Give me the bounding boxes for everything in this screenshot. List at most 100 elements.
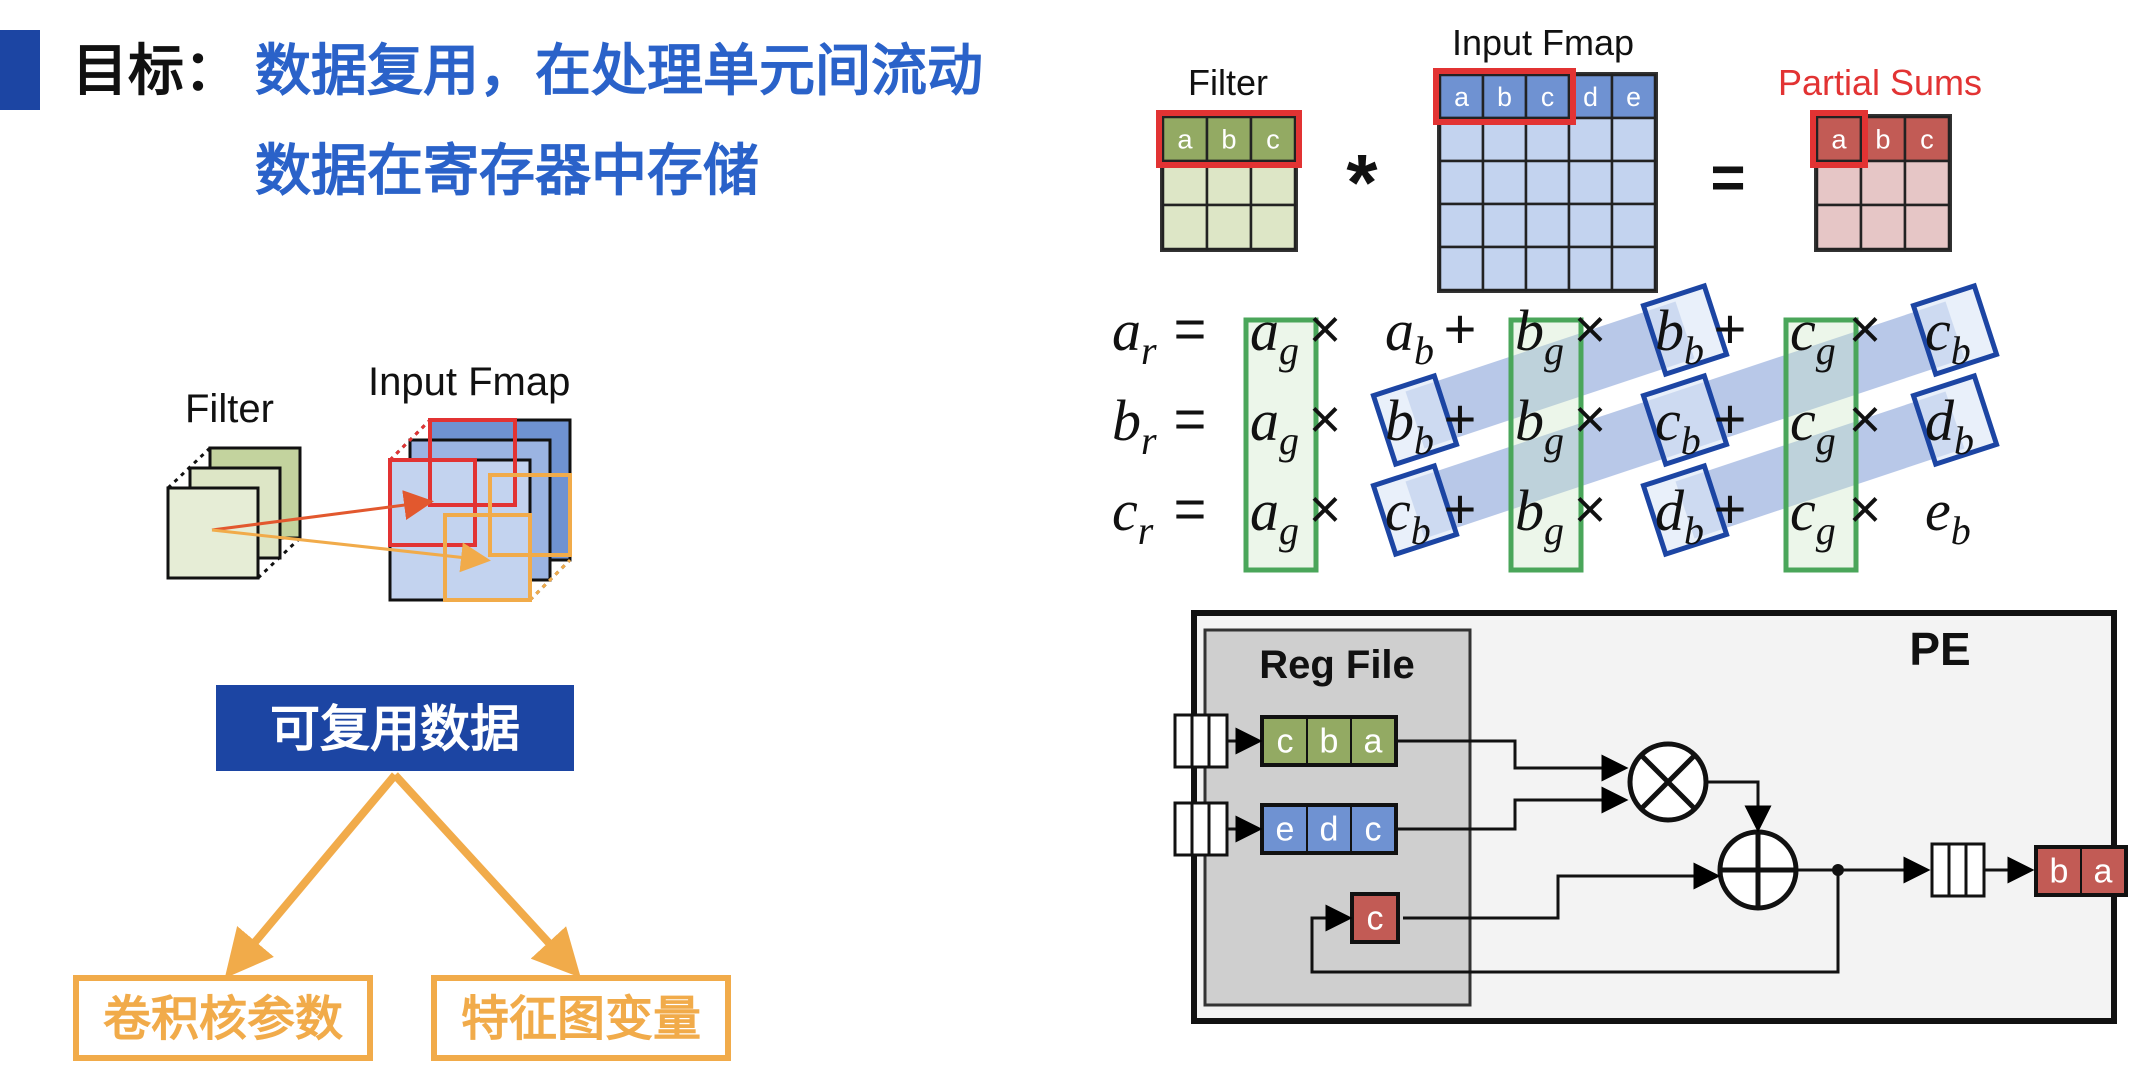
equation-term: cr (1112, 478, 1154, 553)
equation-term: db (1925, 388, 1974, 463)
pe-output-reg-label: a (2094, 853, 2113, 891)
grid-filter-cell (1205, 203, 1253, 251)
grid-filter-label: b (1221, 124, 1236, 155)
grid-input-label: e (1626, 82, 1641, 112)
pe-input-reg-cell (1262, 805, 1308, 853)
input-activation-box (1370, 372, 1460, 468)
grid-filter-cell (1161, 159, 1209, 207)
filter-weight-column (1508, 317, 1584, 573)
pe-filter-reg-label: b (1320, 723, 1339, 761)
grid-psum-cell (1815, 115, 1863, 163)
pe-input-reg-label: e (1276, 811, 1295, 849)
grid-input-cell (1481, 116, 1528, 163)
pe-psum-reg-label: c (1367, 900, 1384, 938)
branch-right-arrow (392, 772, 581, 978)
equation-highlight-boxes (1243, 282, 2000, 573)
equation-term: cb (1385, 478, 1431, 553)
grid-filter-cell (1249, 115, 1297, 163)
equation-operator: = (1174, 297, 1207, 360)
equation-operator: + (1444, 477, 1477, 540)
conv-operator: * (1346, 138, 1378, 227)
title-line1: 数据复用，在处理单元间流动 (255, 39, 983, 102)
equation-term: cg (1790, 298, 1836, 373)
reuse-data-label: 可复用数据 (270, 701, 520, 757)
equation-operator: + (1714, 477, 1747, 540)
tr-filter-label: Filter (1188, 62, 1268, 103)
equation-operator: × (1574, 477, 1607, 540)
fifo-buffer (1173, 801, 1229, 857)
fifo-buffer (1930, 842, 1986, 898)
equation-term: bg (1515, 298, 1564, 373)
pe-label: PE (1909, 623, 1970, 675)
equation-rows: ar=ag×ab+bg×bb+cg×cbbr=ag×bb+bg×cb+cg×db… (1112, 297, 1974, 553)
grid-input-cell (1567, 159, 1614, 206)
pe-filter-reg-cell (1350, 717, 1396, 765)
grid-psum-cell (1903, 159, 1951, 207)
grid-input-cell (1438, 159, 1485, 206)
equation-operator: + (1714, 297, 1747, 360)
grid-input-cell (1567, 116, 1614, 163)
equation-term: ag (1250, 478, 1299, 553)
grid-psum-cell (1815, 203, 1863, 251)
pe-input-reg-label: c (1365, 811, 1382, 849)
datapath-wire (1310, 870, 1840, 974)
grid-input-cell (1524, 159, 1571, 206)
leaf-box-filter-params (73, 975, 373, 1061)
equation-term: cg (1790, 388, 1836, 463)
equation-term: cg (1790, 478, 1836, 553)
pe-filter-reg-cell (1306, 717, 1352, 765)
grid-input-cell (1524, 202, 1571, 249)
equation-operator: + (1444, 297, 1477, 360)
pe-input-reg-cell (1350, 805, 1396, 853)
filter-stack (166, 446, 302, 580)
grid-filter-cell (1249, 203, 1297, 251)
leaf-box-fmap-vars (431, 975, 731, 1061)
grid-input-cell (1481, 202, 1528, 249)
equation-term: cb (1925, 298, 1971, 373)
equation-term: bg (1515, 388, 1564, 463)
grid-filter-label: c (1266, 124, 1280, 155)
equation-term: bb (1655, 298, 1704, 373)
pe-filter-reg-label: a (1364, 723, 1383, 761)
grid-psum-cell (1859, 203, 1907, 251)
grid-psum-label: a (1831, 124, 1847, 155)
grid-input-label: d (1583, 82, 1598, 112)
reuse-band (1405, 301, 1695, 449)
equation-operator: × (1574, 297, 1607, 360)
datapath-wire (1398, 739, 1629, 782)
grid-input-cell (1438, 202, 1485, 249)
grid-input-cell (1481, 245, 1528, 292)
input-activation-box (1910, 372, 2000, 468)
equation-term: br (1112, 388, 1157, 463)
input-activation-box (1640, 462, 1730, 558)
leaf-fmap-vars-label: 特征图变量 (461, 993, 701, 1046)
filter-weight-column (1783, 317, 1859, 573)
title-line2: 数据在寄存器中存储 (255, 139, 759, 202)
fifo-buffer (1173, 713, 1229, 769)
equation-operator: × (1849, 387, 1882, 450)
equation-term: ab (1385, 298, 1434, 373)
left-filter-label: Filter (185, 387, 274, 431)
input-activation-box (1640, 282, 1730, 378)
grid-input-cell (1610, 116, 1657, 163)
equation-operator: = (1174, 477, 1207, 540)
datapath-wire (1403, 862, 1721, 920)
equation-term: ar (1112, 298, 1157, 373)
pe-output-reg-cell (2036, 847, 2082, 895)
grid-psum-label: b (1875, 124, 1890, 155)
equation-term: cb (1655, 388, 1701, 463)
equation-operator: × (1309, 297, 1342, 360)
leaf-filter-params-label: 卷积核参数 (103, 993, 343, 1046)
grid-input-cell (1567, 245, 1614, 292)
reuse-band (1675, 391, 1965, 539)
grid-input-cell (1481, 73, 1528, 120)
pe-input-reg-label: d (1320, 811, 1339, 849)
grid-input-cell (1610, 159, 1657, 206)
grid-psum-label: c (1920, 124, 1934, 155)
datapath-wire (1706, 780, 1772, 833)
equation-term: ag (1250, 388, 1299, 463)
